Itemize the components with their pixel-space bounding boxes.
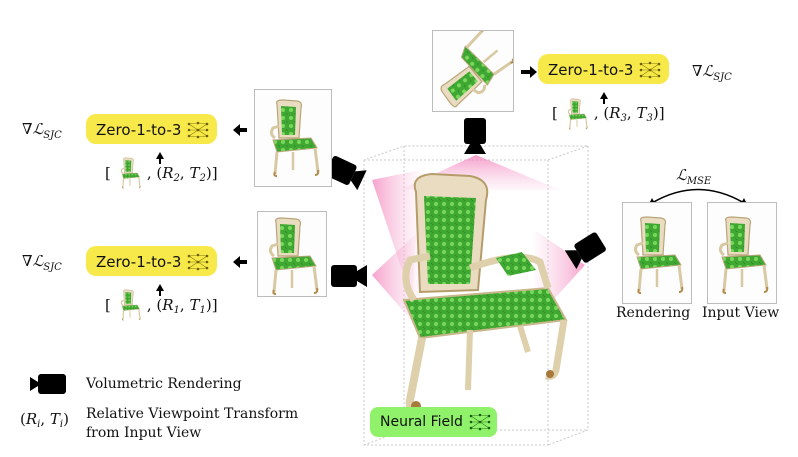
neural-field-label: Neural Field: [380, 414, 463, 430]
zero123-box-view-2: Zero-1-to-3: [86, 114, 218, 144]
zero123-label: Zero-1-to-3: [96, 252, 182, 271]
zero123-box-view-3: Zero-1-to-3: [538, 54, 670, 84]
mse-arc: [651, 188, 745, 204]
network-icon: [188, 253, 209, 270]
thumb-view-3: [426, 25, 518, 114]
zero123-box-view-1: Zero-1-to-3: [86, 246, 218, 276]
legend-pose-line-2: from Input View: [86, 425, 202, 441]
thumb-view-1: [257, 211, 327, 297]
zero123-label: Zero-1-to-3: [548, 60, 634, 79]
arrows: [156, 66, 608, 296]
legend-camera-icon: [30, 374, 66, 394]
rendering-caption: Rendering: [616, 305, 691, 321]
camera-top: [464, 118, 486, 154]
gradient-label-view-2: ∇ℒSJC: [22, 120, 62, 141]
thumb-rendering: [622, 202, 692, 304]
neural-field-box: Neural Field: [370, 407, 497, 437]
gradient-label-view-3: ∇ℒSJC: [692, 62, 732, 83]
legend-camera-text: Volumetric Rendering: [86, 376, 242, 392]
network-icon: [640, 61, 661, 78]
pose-view-1: [, (R1, T1)]: [105, 296, 218, 316]
legend-pose-text: Relative Viewpoint Transform from Input …: [86, 405, 298, 443]
central-chair: [402, 172, 568, 414]
thumb-view-2: [254, 89, 332, 187]
network-icon: [188, 121, 209, 138]
zero123-label: Zero-1-to-3: [96, 120, 182, 139]
thumb-input-view: [707, 202, 777, 304]
pose-view-2: [, (R2, T2)]: [105, 164, 218, 184]
network-icon: [469, 413, 491, 431]
legend-pose-line-1: Relative Viewpoint Transform: [86, 406, 299, 422]
legend-pose-symbol: (Ri, Ti): [20, 410, 69, 430]
pose-view-3: [, (R3, T3)]: [552, 104, 665, 124]
mse-loss-label: ℒMSE: [676, 166, 712, 187]
gradient-label-view-1: ∇ℒSJC: [22, 252, 62, 273]
camera-lower-left: [331, 265, 367, 287]
input-view-caption: Input View: [702, 305, 780, 321]
